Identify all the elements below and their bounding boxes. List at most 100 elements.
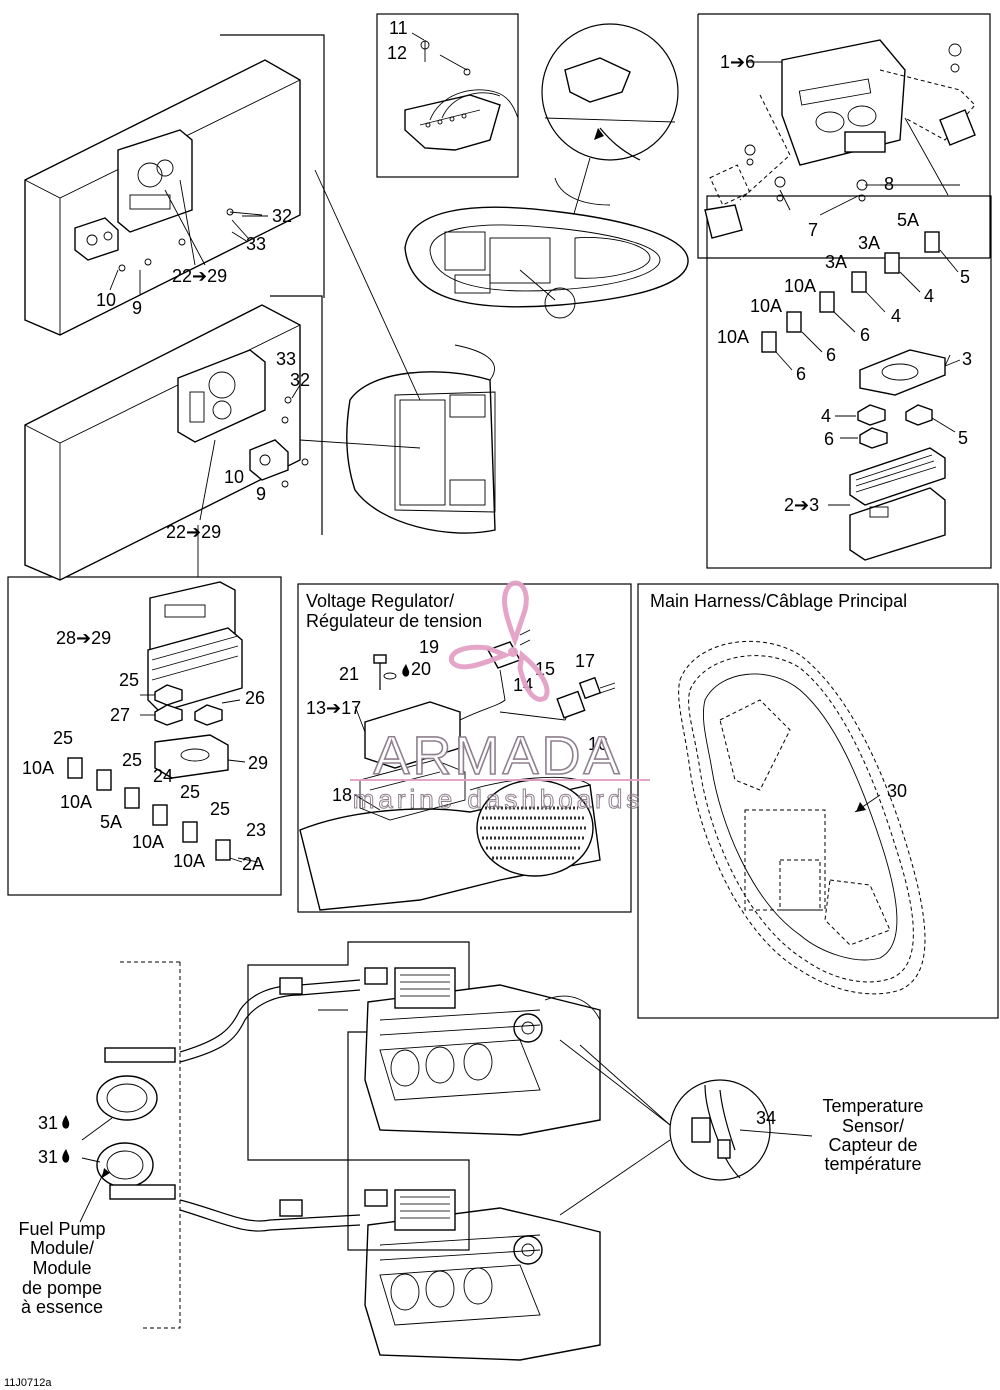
label-27: 27 (110, 705, 130, 725)
panel-titles: Voltage Regulator/ Régulateur de tension… (4, 591, 924, 1389)
label-30: 30 (887, 781, 907, 801)
temp-sensor-caption-3: Capteur de (828, 1135, 917, 1155)
mounting-panel-upper (24, 59, 301, 336)
label-9b: 9 (256, 484, 266, 504)
frame-top-center (376, 13, 519, 178)
label-34: 34 (756, 1108, 776, 1128)
label-6c: 6 (796, 364, 806, 384)
label-3A-b: 3A (825, 252, 847, 272)
frame-top-right (698, 13, 991, 258)
fuel-pump-caption-3: Module (32, 1258, 91, 1278)
frame-fuse-right (706, 195, 992, 569)
fuel-pump-caption-2: Module/ (30, 1238, 94, 1258)
label-31a: 31 (38, 1113, 58, 1133)
label-25a: 25 (119, 670, 139, 690)
label-6b: 6 (826, 345, 836, 365)
filter-mesh (480, 806, 588, 860)
frame-fuse-left (7, 576, 282, 896)
label-7: 7 (808, 220, 818, 240)
label-4c: 4 (821, 406, 831, 426)
mounting-panel-lower (24, 304, 309, 581)
label-25c: 25 (122, 750, 142, 770)
temp-sensor-caption-4: température (824, 1154, 921, 1174)
label-6d: 6 (824, 429, 834, 449)
label-10A-d: 10A (22, 758, 54, 778)
label-22-29a: 22➔29 (172, 266, 227, 286)
label-29: 29 (248, 753, 268, 773)
connector-detail (404, 32, 519, 151)
main-harness-title: Main Harness/Câblage Principal (650, 591, 907, 611)
label-5A: 5A (897, 210, 919, 230)
label-22-29b: 22➔29 (166, 522, 221, 542)
label-18: 18 (332, 785, 352, 805)
label-32b: 32 (290, 370, 310, 390)
label-10A-c: 10A (717, 327, 749, 347)
label-25e: 25 (210, 799, 230, 819)
dash-panel (704, 39, 976, 239)
frame-voltage-regulator (297, 583, 632, 913)
label-4a: 4 (924, 286, 934, 306)
label-20: 20 (411, 659, 431, 679)
sealant-drop-icon-31b (62, 1149, 70, 1163)
part-labels: 11 12 1➔6 32 33 22➔29 10 9 8 7 5A 3A 3A … (22, 18, 972, 1167)
label-12: 12 (387, 43, 407, 63)
label-6a: 6 (860, 325, 870, 345)
label-3: 3 (962, 349, 972, 369)
label-10A-g: 10A (173, 851, 205, 871)
voltage-regulator-title: Voltage Regulator/ (306, 591, 454, 611)
label-25d: 25 (180, 782, 200, 802)
label-16: 16 (588, 734, 608, 754)
watermark-subtitle: marine dashboards (353, 784, 644, 814)
label-13-17: 13➔17 (306, 698, 361, 718)
frame-fuel-dashed (140, 962, 181, 1329)
label-10a: 10 (96, 290, 116, 310)
main-harness-detail (678, 640, 926, 995)
frame-upper-left (220, 34, 325, 298)
label-3A-a: 3A (858, 233, 880, 253)
label-10b: 10 (224, 467, 244, 487)
fuel-pump-module (79, 1047, 176, 1223)
fuses-left (67, 581, 246, 863)
label-32a: 32 (272, 206, 292, 226)
temperature-sensor-detail (559, 1039, 813, 1216)
label-2A: 2A (242, 854, 264, 874)
fuel-hoses (179, 977, 361, 1232)
label-21: 21 (339, 664, 359, 684)
label-10A-a: 10A (784, 276, 816, 296)
frame-mid-left (270, 295, 323, 535)
label-2-3: 2➔3 (784, 495, 819, 515)
figure-code: 11J0712a (4, 1377, 52, 1389)
label-17: 17 (575, 651, 595, 671)
label-25b: 25 (53, 728, 73, 748)
label-24: 24 (153, 766, 173, 786)
engine-lower (347, 1159, 601, 1361)
boat-bow-view (299, 169, 496, 534)
relay-lower (249, 439, 289, 481)
propeller-logo-icon (448, 580, 550, 702)
temp-sensor-caption-1: Temperature (822, 1096, 923, 1116)
label-31b: 31 (38, 1147, 58, 1167)
voltage-regulator-title-fr: Régulateur de tension (306, 611, 482, 631)
leader-lines (231, 184, 960, 1126)
fuel-pump-caption-5: à essence (21, 1297, 103, 1317)
voltage-regulator-detail (299, 629, 616, 911)
sealant-drop-icon-31a (62, 1115, 70, 1129)
label-33a: 33 (246, 234, 266, 254)
watermark-brand: ARMADA (373, 726, 622, 786)
fuse-box-lower (177, 349, 266, 443)
label-5a: 5 (960, 267, 970, 287)
label-10A-f: 10A (132, 832, 164, 852)
label-11: 11 (389, 18, 408, 38)
label-1-6: 1➔6 (720, 52, 755, 72)
boat-top-view (404, 206, 689, 319)
label-10A-b: 10A (750, 296, 782, 316)
label-5A-b: 5A (100, 812, 122, 832)
label-28-29: 28➔29 (56, 628, 111, 648)
temp-sensor-caption-2: Sensor/ (842, 1116, 904, 1136)
label-10A-e: 10A (60, 792, 92, 812)
label-23: 23 (246, 820, 266, 840)
label-5b: 5 (958, 428, 968, 448)
label-33b: 33 (276, 349, 296, 369)
sealant-drop-icon-20 (402, 664, 410, 677)
